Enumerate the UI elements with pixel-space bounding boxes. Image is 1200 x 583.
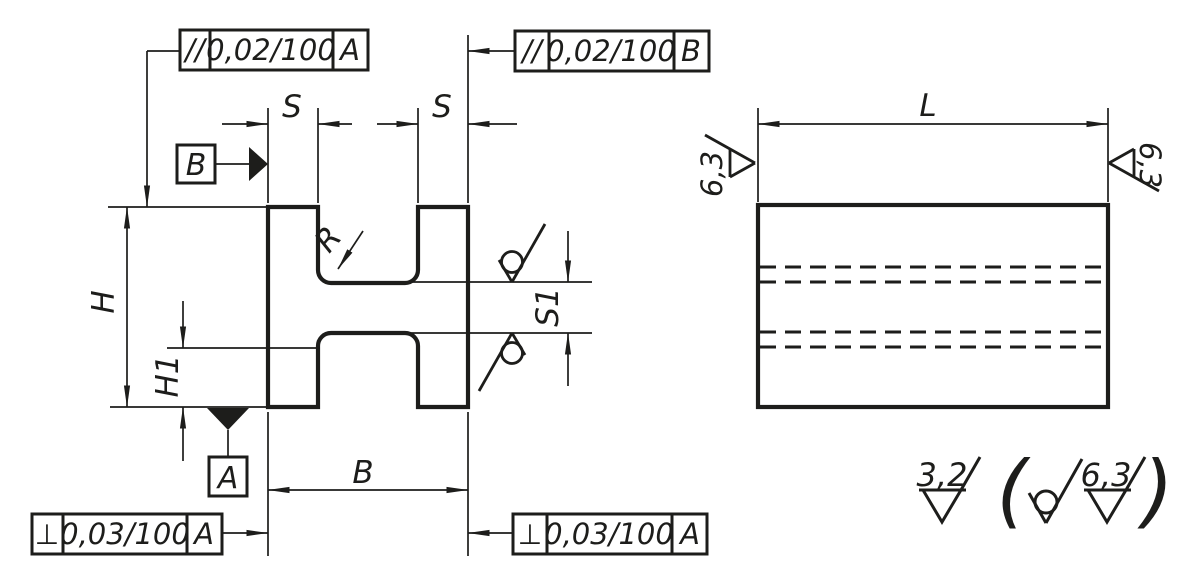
fcf-symbol-parallel-icon: // <box>182 33 208 67</box>
roughness-any-process-note-icon <box>1027 458 1084 524</box>
roughness-63-right-icon <box>1108 147 1160 193</box>
roughness-63-note-icon <box>1084 456 1147 525</box>
note-close-paren: ) <box>1137 444 1173 537</box>
note-value-63: 6,3 <box>1081 456 1132 494</box>
datum-a-label: A <box>216 461 239 496</box>
side-part-outline <box>755 202 1111 410</box>
datum-b-label: B <box>186 148 207 183</box>
roughness-63-left-icon <box>704 133 756 179</box>
dim-label-B: B <box>352 455 373 491</box>
note-value-32: 3,2 <box>917 456 968 494</box>
dim-label-S-right: S <box>432 89 452 125</box>
roughness-any-process-icon-bottom <box>477 332 527 392</box>
dim-label-S1: S1 <box>530 287 566 326</box>
datum-b-triangle-icon <box>249 147 268 181</box>
roughness-32-icon <box>919 456 982 525</box>
radius-leader <box>337 230 364 270</box>
fcf-datum-ref: A <box>338 33 360 67</box>
fcf-tolerance: 0,02/100 <box>206 33 336 67</box>
fcf-datum-ref: A <box>192 517 214 551</box>
dim-label-H: H <box>86 290 122 313</box>
side-view: L 6,3 6,3 <box>695 88 1167 410</box>
dim-label-R: R <box>308 220 349 260</box>
fcf-parallel-a: // 0,02/100 A <box>143 28 370 208</box>
fcf-parallel-b: // 0,02/100 B <box>467 29 711 73</box>
fcf-datum-ref: B <box>681 34 701 68</box>
surface-finish-note: 3,2 ( 6,3 ) <box>917 444 1174 537</box>
datum-a-box <box>207 455 249 498</box>
fcf-tolerance: 0,03/100 <box>544 517 674 551</box>
dim-label-L: L <box>919 88 936 124</box>
fcf-symbol-perpendicular-icon: ⊥ <box>518 518 542 551</box>
fcf-symbol-parallel-icon: // <box>519 34 545 68</box>
front-part-outline <box>265 204 471 410</box>
fcf-datum-ref: A <box>678 517 700 551</box>
roughness-any-process-icon-top <box>497 223 547 283</box>
roughness-63-left-value: 6,3 <box>695 151 729 197</box>
fcf-perpendicular-a-right: ⊥ 0,03/100 A <box>467 512 709 556</box>
front-view: H H1 S S B S1 <box>30 28 711 556</box>
fcf-symbol-perpendicular-icon: ⊥ <box>35 518 59 551</box>
fcf-tolerance: 0,03/100 <box>60 517 190 551</box>
dim-label-S-left: S <box>282 89 302 125</box>
fcf-perpendicular-a-left: ⊥ 0,03/100 A <box>30 512 269 556</box>
datum-a-triangle-icon <box>207 408 249 430</box>
note-open-paren: ( <box>996 444 1031 537</box>
dim-label-H1: H1 <box>150 354 186 397</box>
roughness-63-right-value: 6,3 <box>1133 142 1167 188</box>
fcf-tolerance: 0,02/100 <box>546 34 676 68</box>
